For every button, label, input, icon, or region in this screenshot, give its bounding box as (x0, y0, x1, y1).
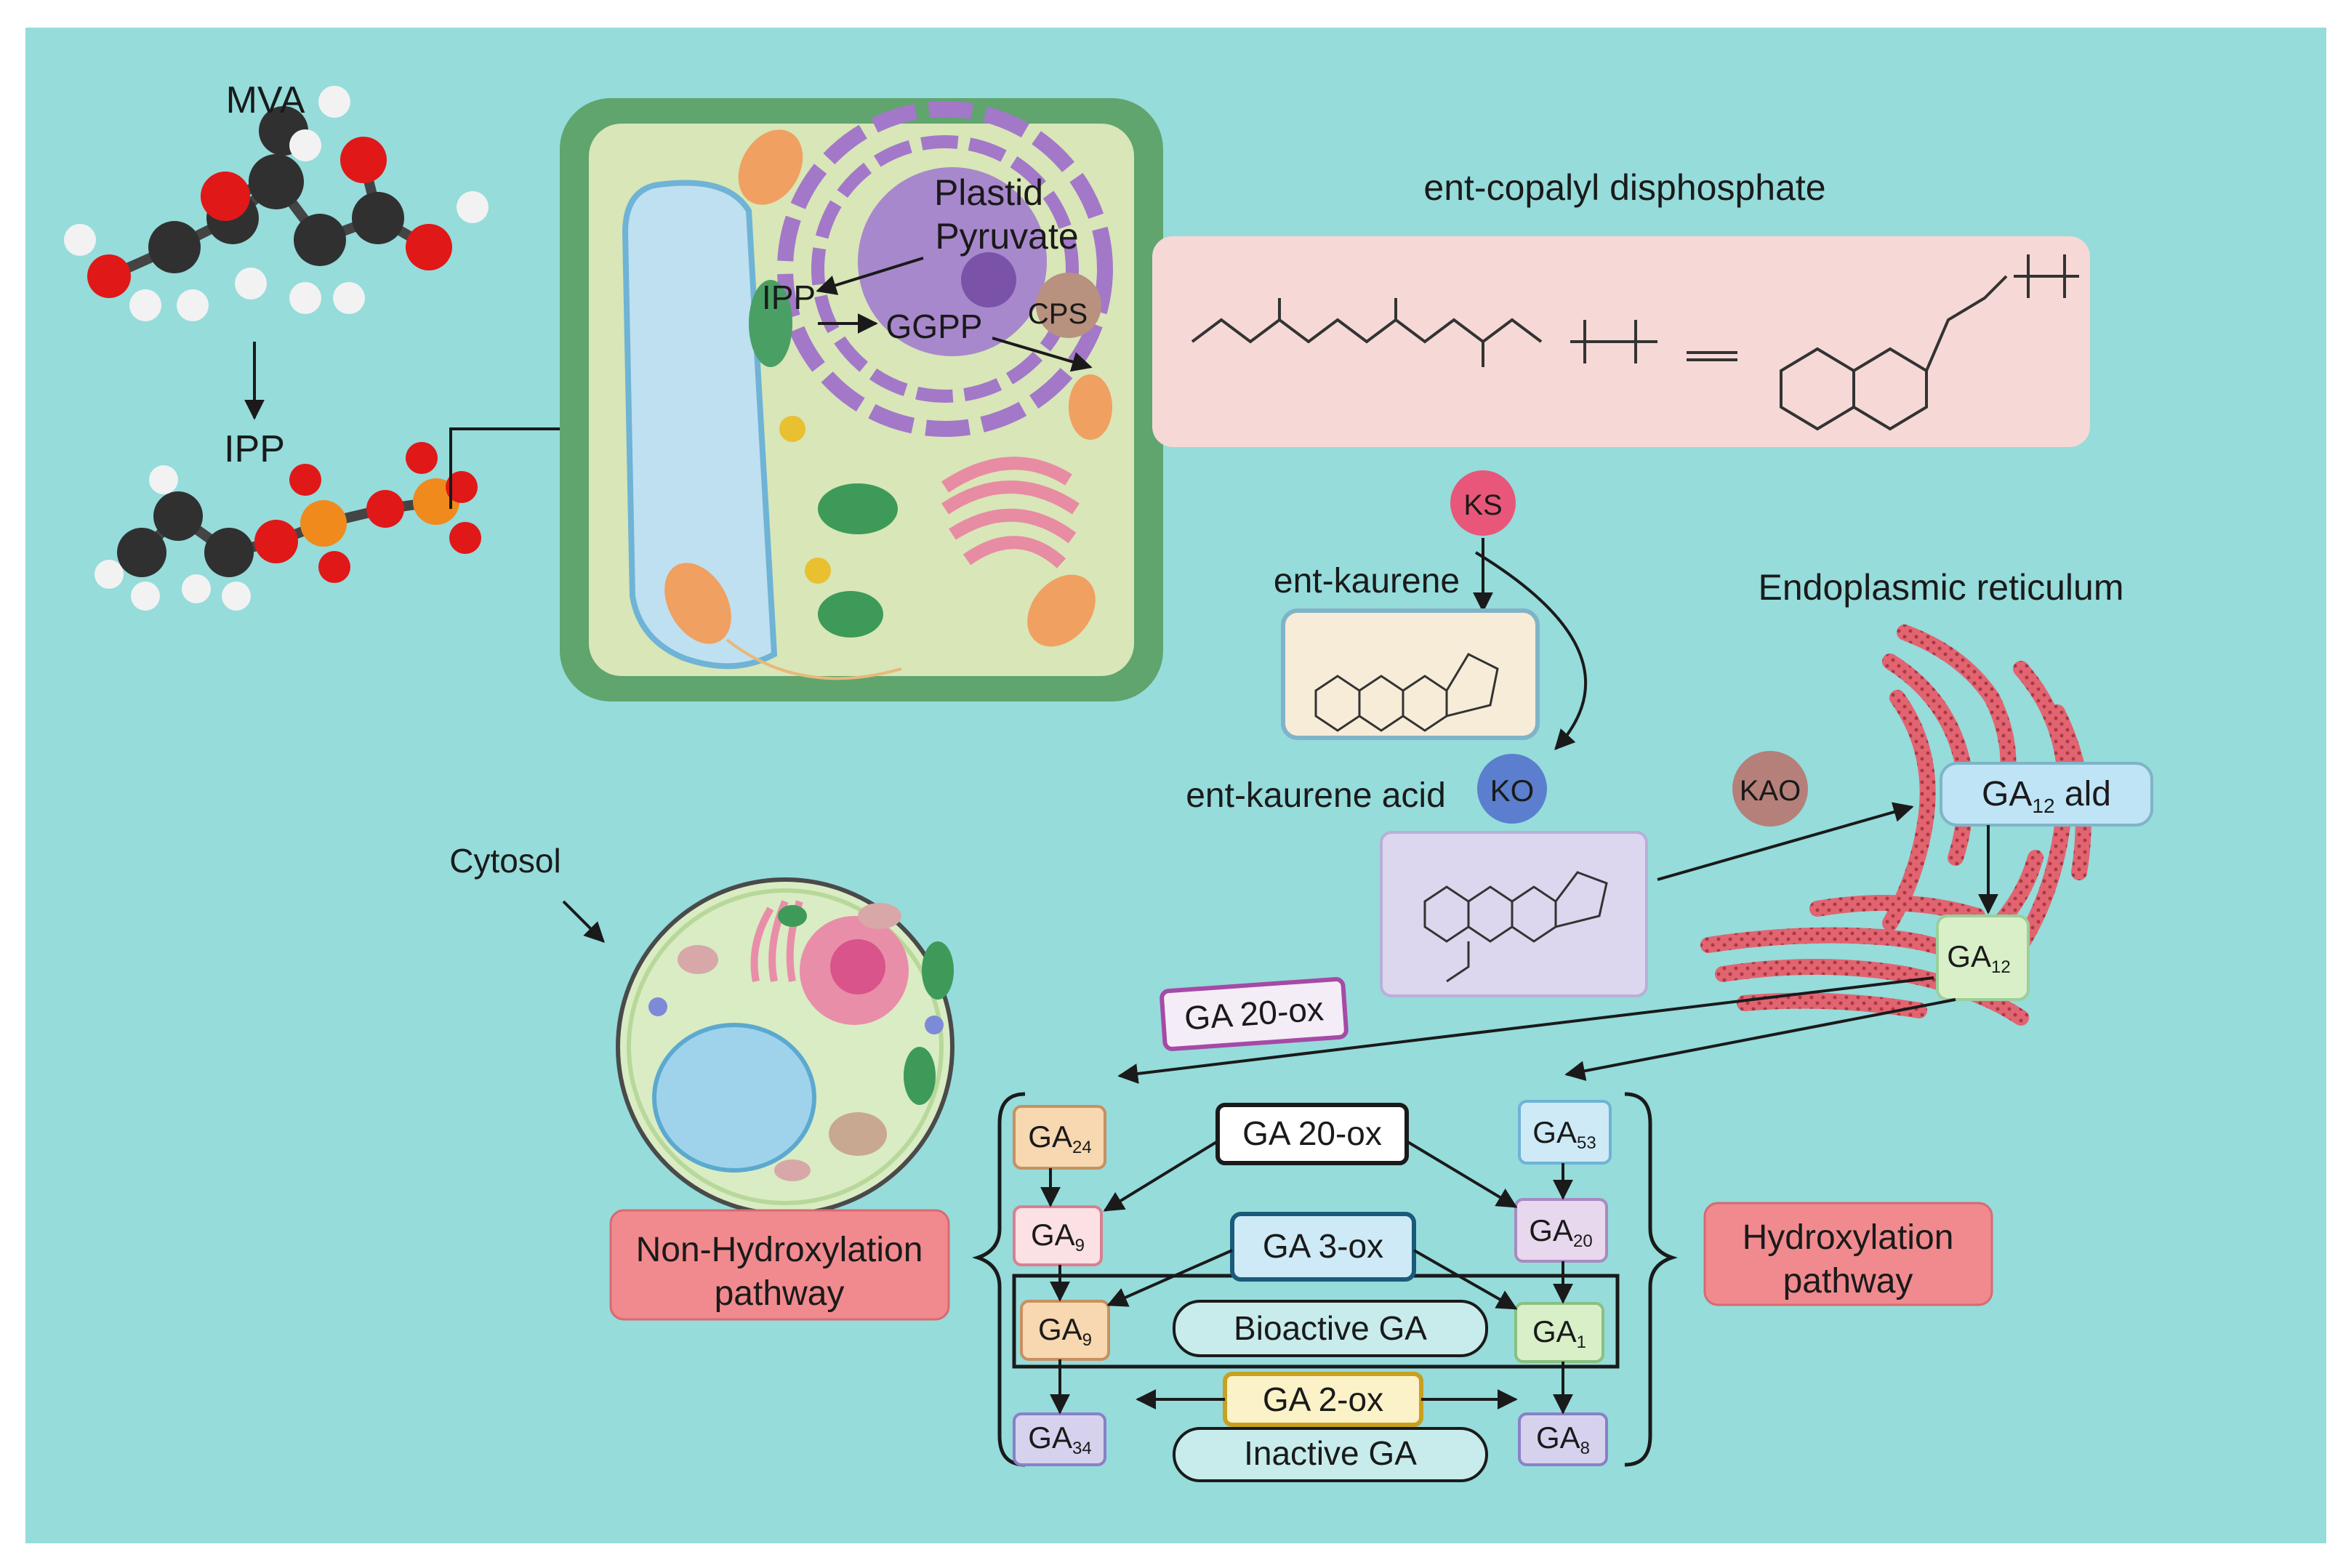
ggpp-label: GGPP (886, 307, 983, 345)
ga20ox-to-ga20-arrow (1405, 1140, 1518, 1208)
ipp-label: IPP (224, 428, 285, 470)
ga3ox-box (1230, 1212, 1416, 1282)
non-hydroxylation-box (609, 1209, 950, 1321)
kao-label: KAO (1740, 775, 1801, 807)
ga9-lower-label: GA9 (1038, 1312, 1092, 1350)
kao-enzyme-ball (1732, 751, 1808, 827)
ga12-label: GA12 (1947, 939, 2010, 977)
ga2ox-label: GA 2-ox (1263, 1380, 1383, 1418)
ga1-label: GA1 (1532, 1314, 1586, 1352)
ks-enzyme-ball (1450, 470, 1516, 536)
hydroxylation-line1: Hydroxylation (1743, 1218, 1954, 1257)
pyruvate-to-ipp-arrow (816, 257, 924, 295)
ent-kaurene-acid-structure (1423, 871, 1608, 983)
mva-label: MVA (226, 79, 305, 121)
ga12-box (1936, 914, 2030, 1001)
animal-cell (616, 877, 955, 1216)
copalyl-structure (1191, 254, 2079, 431)
hydroxylation-box (1703, 1202, 1993, 1306)
ga20ox-center-label: GA 20-ox (1242, 1114, 1382, 1152)
ga53-box (1518, 1100, 1612, 1165)
plastid-label: Plastid (934, 172, 1043, 213)
ko-enzyme-ball (1477, 754, 1547, 824)
ent-kaurene-acid-label: ent-kaurene acid (1186, 776, 1446, 815)
ga24-box (1013, 1105, 1106, 1170)
ga20ox-side-badge: GA 20-ox (1160, 977, 1349, 1051)
ga3ox-label: GA 3-ox (1263, 1227, 1383, 1265)
ga3ox-to-ga1-arrow (1413, 1249, 1518, 1310)
cytosol-arrow (562, 900, 605, 943)
ga8-label: GA8 (1536, 1420, 1590, 1458)
inactive-ga-box (1173, 1427, 1488, 1482)
ga12-to-nonhydroxylation-arrow (1117, 976, 1934, 1084)
ga20ox-to-ga9-arrow (1103, 1140, 1219, 1212)
ga34-label: GA34 (1028, 1420, 1091, 1458)
er-title: Endoplasmic reticulum (1759, 567, 2124, 608)
ga24-label: GA24 (1028, 1119, 1091, 1157)
bioactive-ga-label: Bioactive GA (1234, 1309, 1427, 1347)
right-brace (1624, 1092, 1678, 1467)
left-brace (972, 1092, 1026, 1467)
ks-label: KS (1463, 489, 1502, 521)
ga12-ald-box (1940, 762, 2153, 827)
ga20ox-center-box (1215, 1103, 1409, 1165)
hydroxylation-line2: pathway (1783, 1262, 1913, 1300)
cytosol-label: Cytosol (449, 842, 560, 880)
plant-cell (560, 98, 1163, 701)
cps-label: CPS (1028, 298, 1088, 330)
copalyl-title: ent-copalyl disphosphate (1423, 167, 1825, 208)
kaurene-acid-to-ga12ald-arrow (1657, 802, 1914, 881)
mva-molecule (64, 86, 489, 321)
ent-kaurene-label: ent-kaurene (1274, 562, 1460, 600)
bioactive-ga-box (1173, 1300, 1488, 1357)
ent-kaurene-structure-box (1281, 608, 1540, 740)
pyruvate-label: Pyruvate (935, 216, 1078, 257)
kaurene-to-ko-arrow (1474, 551, 1588, 751)
ent-kaurene-structure (1314, 653, 1499, 732)
ga3ox-to-ga9-arrow (1106, 1249, 1233, 1307)
ipp-molecule (95, 442, 481, 611)
ent-kaurene-acid-structure-box (1380, 831, 1648, 997)
ga-pathway-arrows (1040, 1140, 1573, 1415)
ko-label: KO (1490, 773, 1535, 808)
non-hydroxylation-line2: pathway (715, 1274, 845, 1313)
non-hydroxylation-line1: Non-Hydroxylation (636, 1231, 923, 1269)
ga9-upper-label: GA9 (1031, 1218, 1085, 1255)
ga12-ald-label: GA12 ald (1982, 775, 2111, 817)
inactive-ga-label: Inactive GA (1244, 1434, 1417, 1472)
ga12-to-hydroxylation-arrow (1564, 998, 1956, 1081)
ggpp-to-copalyl-arrow (992, 337, 1093, 372)
ga20-label: GA20 (1529, 1213, 1592, 1251)
ga53-label: GA53 (1532, 1115, 1596, 1153)
plant-ipp-label: IPP (762, 278, 816, 316)
